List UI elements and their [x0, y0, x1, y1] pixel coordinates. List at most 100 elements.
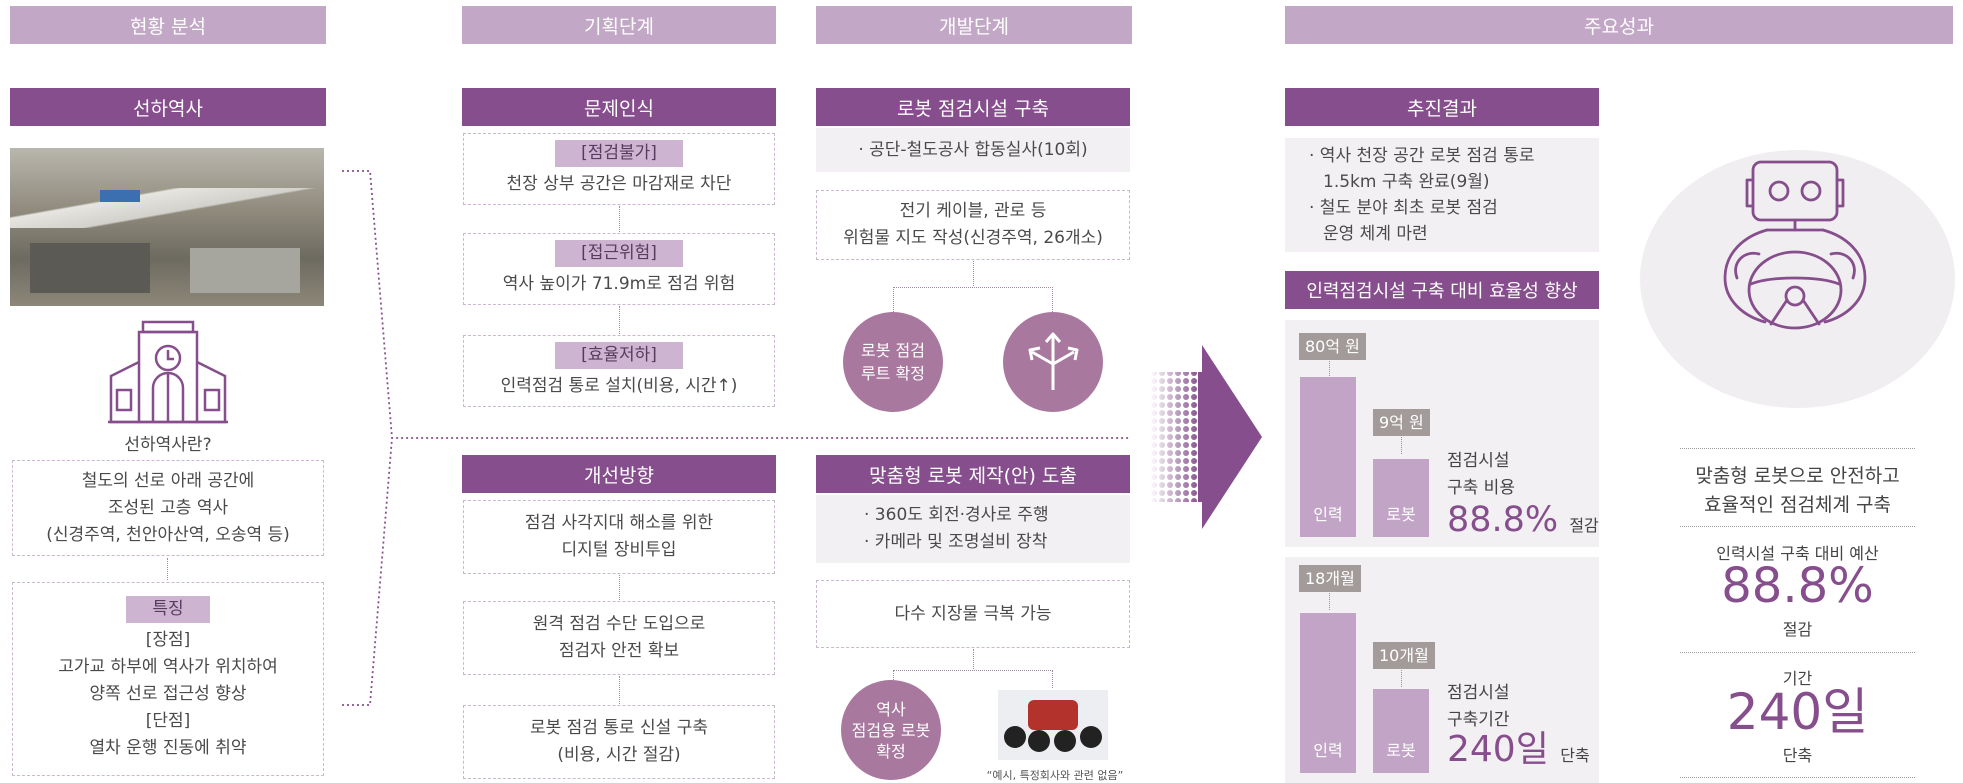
outcome-line: 1.5km 구축 완료(9월) — [1323, 172, 1490, 192]
period-value: 240일 — [1726, 683, 1869, 741]
period-label: 기간 — [1782, 669, 1813, 688]
cost-pct-value: 88.8% — [1447, 500, 1559, 540]
robot-specs: · 360도 회전·경사로 주행 · 카메라 및 조명설비 장착 — [816, 495, 1130, 563]
problem-tag: [점검불가] — [555, 140, 683, 167]
period-bar-human: 인력 — [1300, 613, 1356, 773]
bar-label: 로봇 — [1386, 741, 1416, 760]
phase-planning: 기획단계 — [462, 6, 776, 44]
photo-caption: “예시, 특정회사와 관련 없음” — [986, 769, 1124, 782]
facility-map: 전기 케이블, 관로 등 위험물 지도 작성(신경주역, 26개소) — [816, 190, 1130, 260]
period-desc-line: 구축기간 — [1447, 710, 1510, 730]
cost-desc: 점검시설 구축 비용 — [1447, 448, 1515, 502]
headline-line: 맞춤형 로봇으로 안전하고 — [1695, 465, 1900, 487]
problem-tag: [접근위험] — [555, 240, 683, 267]
outcome-box: · 역사 천장 공간 로봇 점검 통로 1.5km 구축 완료(9월) · 철도… — [1285, 138, 1599, 252]
outcome-line: · 철도 분야 최초 로봇 점검 — [1309, 198, 1498, 218]
improve-header: 개선방향 — [462, 455, 776, 493]
definition-line: 철도의 선로 아래 공간에 — [81, 470, 255, 491]
problem-text: 역사 높이가 71.9m로 점검 위험 — [502, 274, 736, 294]
spec-line: · 360도 회전·경사로 주행 — [864, 505, 1049, 525]
improve-line: 점검자 안전 확보 — [558, 641, 680, 661]
improve-line: 로봇 점검 통로 신설 구축 — [529, 718, 708, 738]
cost-bar-human: 인력 — [1300, 377, 1356, 537]
budget-unit: 절감 — [1782, 620, 1813, 639]
period-bar-robot: 로봇 — [1373, 689, 1429, 773]
period-days: 240일 단축 — [1447, 730, 1590, 776]
period-desc: 점검시설 구축기간 — [1447, 680, 1510, 734]
budget-label: 인력시설 구축 대비 예산 — [1716, 544, 1879, 563]
outcome-header: 추진결과 — [1285, 88, 1599, 126]
outcome-line: 운영 체계 마련 — [1323, 224, 1428, 244]
station-header: 선하역사 — [10, 88, 326, 126]
problem-text: 천장 상부 공간은 마감재로 차단 — [506, 174, 732, 194]
map-line: 전기 케이블, 관로 등 — [899, 201, 1047, 221]
station-caption: 선하역사란? — [124, 435, 212, 455]
map-line: 위험물 지도 작성(신경주역, 26개소) — [843, 228, 1103, 248]
facility-survey: · 공단-철도공사 합동실사(10회) — [816, 128, 1130, 172]
facility-header: 로봇 점검시설 구축 — [816, 88, 1130, 126]
bar-label: 로봇 — [1386, 505, 1416, 524]
improve-item: 점검 사각지대 해소를 위한 디지털 장비투입 — [463, 500, 775, 574]
robot-confirm-circle: 역사 점검용 로봇 확정 — [841, 680, 941, 780]
cost-pct: 88.8% 절감 — [1447, 500, 1599, 546]
period-robot-value: 10개월 — [1373, 642, 1435, 669]
phase-current: 현황 분석 — [10, 6, 326, 44]
problem-item: [접근위험] 역사 높이가 71.9m로 점검 위험 — [463, 233, 775, 305]
problem-item: [점검불가] 천장 상부 공간은 마감재로 차단 — [463, 133, 775, 205]
period-days-unit: 단축 — [1560, 746, 1590, 765]
feature-line: [단점] — [145, 711, 191, 731]
improve-line: 원격 점검 수단 도입으로 — [532, 614, 706, 634]
improve-item: 로봇 점검 통로 신설 구축 (비용, 시간 절감) — [463, 705, 775, 779]
cost-pct-unit: 절감 — [1569, 516, 1599, 535]
circle-line: 역사 — [876, 699, 906, 719]
headline-line: 효율적인 점검체계 구축 — [1704, 494, 1891, 516]
spec-line: · 카메라 및 조명설비 장착 — [864, 532, 1048, 552]
definition-line: (신경주역, 천안아산역, 오송역 등) — [46, 524, 290, 545]
survey-text: · 공단-철도공사 합동실사(10회) — [858, 139, 1088, 160]
feature-tag: 특징 — [126, 596, 210, 623]
improve-line: (비용, 시간 절감) — [557, 745, 681, 765]
problem-text: 인력점검 통로 설치(비용, 시간↑) — [500, 376, 738, 396]
period-human-value: 18개월 — [1299, 565, 1361, 592]
station-photo — [10, 148, 324, 306]
robot-photo — [998, 690, 1108, 760]
feature-line: 양쪽 선로 접근성 향상 — [89, 684, 247, 704]
cost-desc-line: 점검시설 — [1447, 451, 1510, 471]
cost-human-value: 80억 원 — [1299, 333, 1366, 360]
summary-headline: 맞춤형 로봇으로 안전하고 효율적인 점검체계 구축 — [1660, 462, 1935, 520]
route-confirm-circle: 로봇 점검 루트 확정 — [843, 312, 943, 412]
improve-line: 디지털 장비투입 — [561, 540, 677, 560]
cost-desc-line: 구축 비용 — [1447, 478, 1515, 498]
bar-label: 인력 — [1313, 741, 1343, 760]
station-definition: 철도의 선로 아래 공간에 조성된 고층 역사 (신경주역, 천안아산역, 오송… — [12, 460, 324, 556]
circle-line: 확정 — [876, 741, 906, 761]
problem-item: [효율저하] 인력점검 통로 설치(비용, 시간↑) — [463, 335, 775, 407]
robot-obstacle: 다수 지장물 극복 가능 — [816, 580, 1130, 648]
circle-line: 루트 확정 — [861, 364, 925, 383]
improve-item: 원격 점검 수단 도입으로 점검자 안전 확보 — [463, 601, 775, 675]
big-arrow — [1150, 345, 1262, 529]
cost-bar-robot: 로봇 — [1373, 459, 1429, 537]
cost-robot-value: 9억 원 — [1373, 409, 1430, 436]
robot-driver-icon — [1723, 160, 1867, 330]
station-features: 특징 [장점] 고가교 하부에 역사가 위치하여 양쪽 선로 접근성 향상 [단… — [12, 582, 324, 776]
feature-line: 고가교 하부에 역사가 위치하여 — [58, 657, 278, 677]
obstacle-text: 다수 지장물 극복 가능 — [894, 603, 1052, 624]
efficiency-header: 인력점검시설 구축 대비 효율성 향상 — [1285, 271, 1599, 309]
period-days-value: 240일 — [1447, 729, 1549, 770]
circle-line: 로봇 점검 — [861, 341, 925, 360]
robot-header: 맞춤형 로봇 제작(안) 도출 — [816, 455, 1130, 493]
route-fork-icon — [1028, 332, 1079, 390]
budget-value: 88.8% — [1721, 558, 1874, 614]
phase-dev: 개발단계 — [816, 6, 1132, 44]
problem-tag: [효율저하] — [555, 342, 683, 369]
period-desc-line: 점검시설 — [1447, 683, 1510, 703]
route-fork-circle — [1003, 312, 1103, 412]
improve-line: 점검 사각지대 해소를 위한 — [524, 513, 714, 533]
circle-line: 점검용 로봇 — [851, 720, 931, 740]
station-building-icon — [108, 320, 228, 424]
outcome-line: · 역사 천장 공간 로봇 점검 통로 — [1309, 146, 1535, 166]
feature-line: 열차 운행 진동에 취약 — [89, 738, 247, 758]
definition-line: 조성된 고층 역사 — [107, 497, 229, 518]
phase-results: 주요성과 — [1285, 6, 1953, 44]
